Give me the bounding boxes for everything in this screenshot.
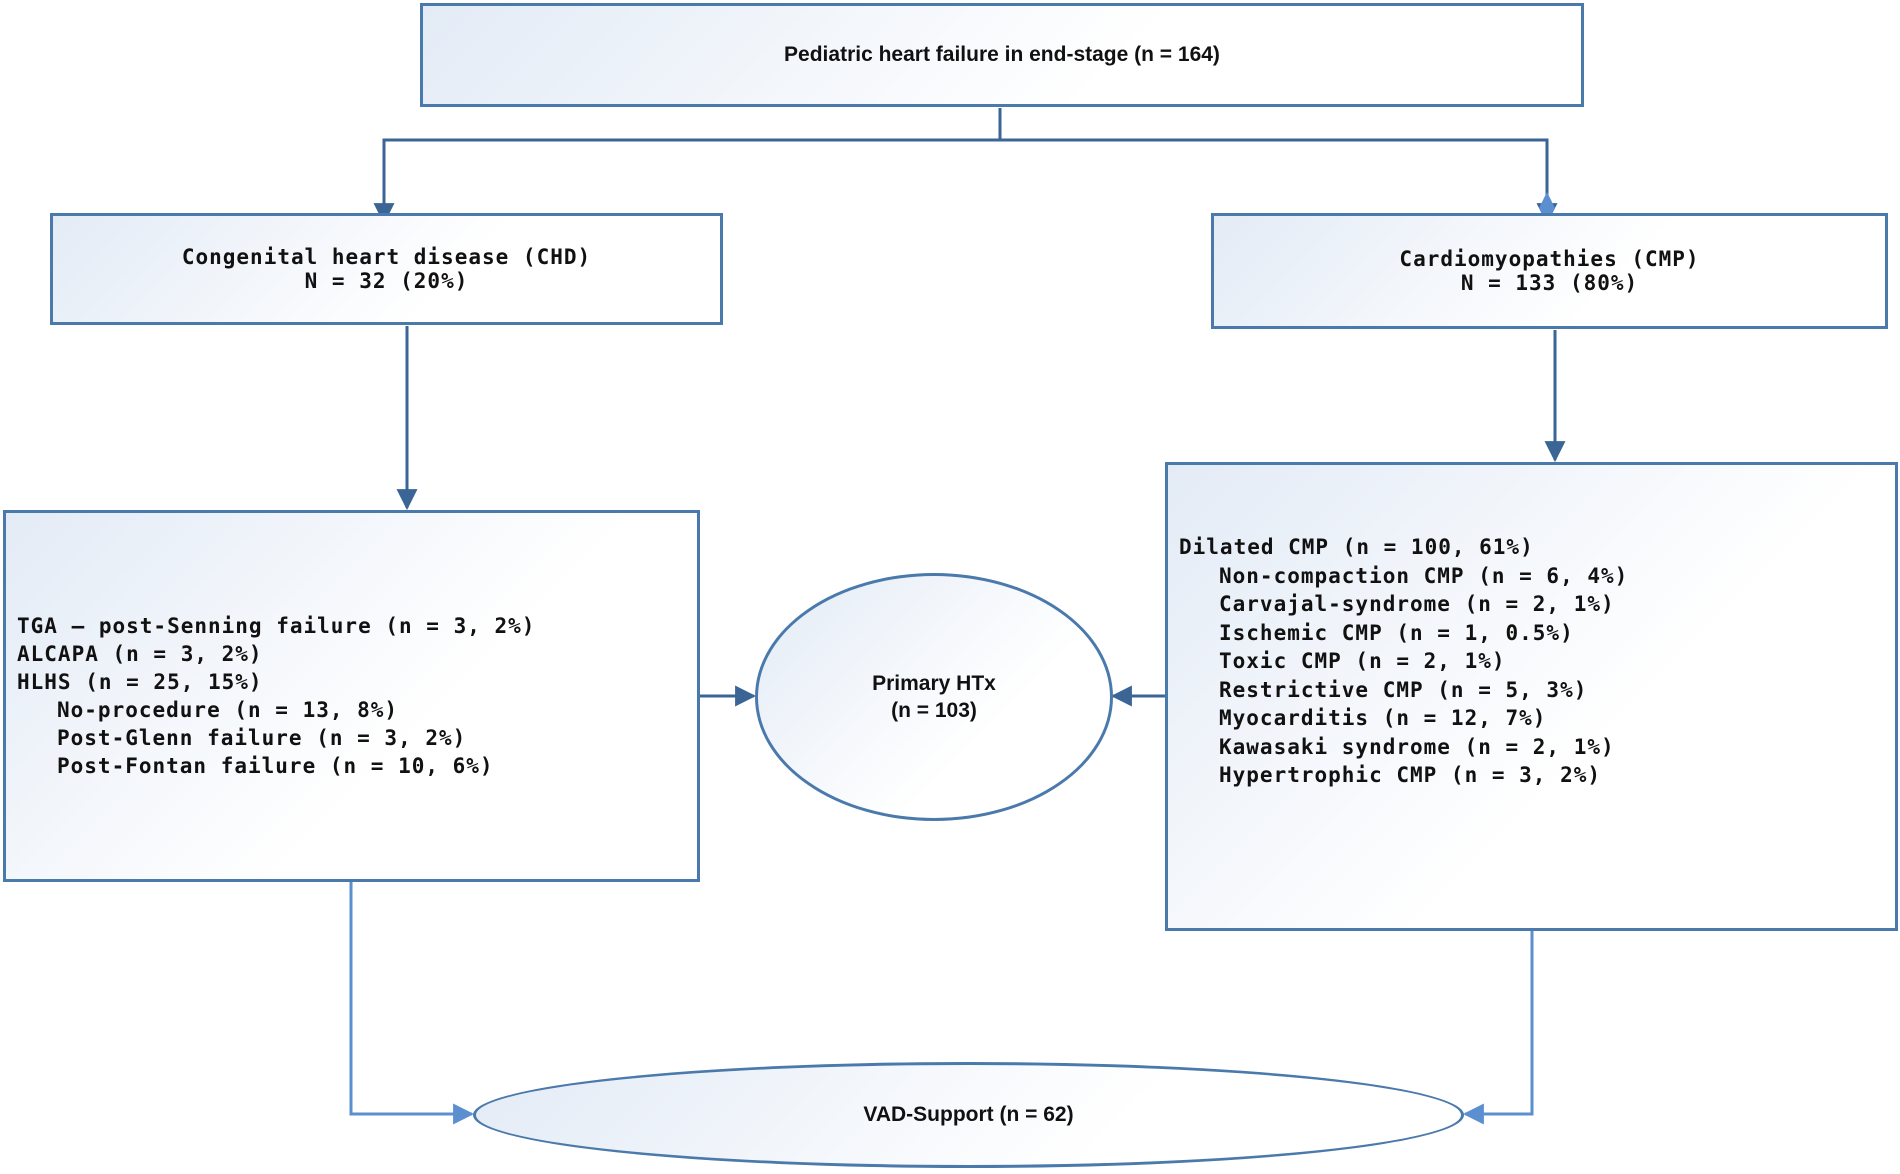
root-node: Pediatric heart failure in end-stage (n …	[420, 3, 1584, 107]
cmp-sub-item: Toxic CMP (n = 2, 1%)	[1219, 649, 1506, 674]
chd-title: Congenital heart disease (CHD)	[181, 245, 592, 269]
connector-top-to-chd	[373, 108, 1002, 225]
vad-support-node: VAD-Support (n = 62)	[473, 1062, 1464, 1168]
chd-item: TGA – post-Senning failure (n = 3, 2%)	[17, 614, 536, 638]
chd-item: ALCAPA (n = 3, 2%)	[17, 642, 263, 666]
cmp-sub-item: Non-compaction CMP (n = 6, 4%)	[1219, 563, 1629, 588]
cmp-item: Dilated CMP (n = 100, 61%)	[1179, 535, 1534, 560]
vad-support-label: VAD-Support (n = 62)	[863, 1103, 1074, 1126]
cmp-sub-item: Myocarditis (n = 12, 7%)	[1219, 706, 1547, 731]
connector-top-to-cmp	[1000, 138, 1558, 225]
chd-count: N = 32 (20%)	[304, 269, 469, 293]
primary-htx-count: (n = 103)	[891, 699, 977, 722]
chd-sub-item: Post-Glenn failure (n = 3, 2%)	[57, 726, 467, 750]
connector-cmp-to-vad	[1462, 930, 1534, 1125]
cmp-title: Cardiomyopathies (CMP)	[1399, 247, 1700, 271]
cmp-sub-item: Restrictive CMP (n = 5, 3%)	[1219, 677, 1588, 702]
chd-sub-item: Post-Fontan failure (n = 10, 6%)	[57, 754, 494, 778]
cmp-sub-item: Hypertrophic CMP (n = 3, 2%)	[1219, 763, 1602, 788]
cmp-node: Cardiomyopathies (CMP) N = 133 (80%)	[1211, 213, 1888, 329]
cmp-sub-item: Ischemic CMP (n = 1, 0.5%)	[1219, 620, 1574, 645]
root-node-label: Pediatric heart failure in end-stage (n …	[784, 43, 1220, 66]
chd-details-node: TGA – post-Senning failure (n = 3, 2%) A…	[3, 510, 700, 882]
cmp-sub-item: Carvajal-syndrome (n = 2, 1%)	[1219, 592, 1615, 617]
chd-sub-item: No-procedure (n = 13, 8%)	[57, 698, 399, 722]
chd-item: HLHS (n = 25, 15%)	[17, 670, 263, 694]
primary-htx-label: Primary HTx	[872, 672, 996, 695]
primary-htx-node: Primary HTx (n = 103)	[755, 573, 1113, 821]
chd-node: Congenital heart disease (CHD) N = 32 (2…	[50, 213, 723, 325]
cmp-details-node: Dilated CMP (n = 100, 61%) Non-compactio…	[1165, 462, 1898, 931]
connector-chd-to-vad	[349, 882, 475, 1125]
cmp-count: N = 133 (80%)	[1460, 271, 1639, 295]
cmp-sub-item: Kawasaki syndrome (n = 2, 1%)	[1219, 734, 1615, 759]
